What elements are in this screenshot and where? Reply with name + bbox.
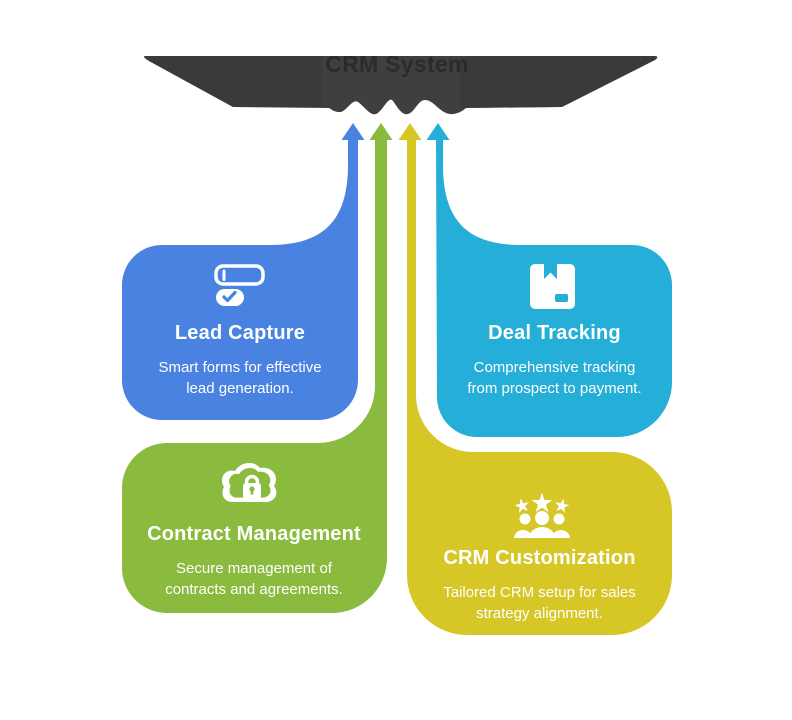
funnel-shape — [144, 56, 658, 115]
cloud-lock-icon — [221, 462, 277, 502]
contract-management-card-text: Contract Management Secure management of… — [122, 523, 386, 600]
user-head — [519, 513, 531, 525]
user-head — [535, 511, 549, 525]
card-title: Contract Management — [147, 523, 361, 545]
crm-customization-card-arrow-shape — [398, 123, 672, 635]
card-description: Tailored CRM setup for sales strategy al… — [443, 584, 636, 622]
user-body — [529, 527, 555, 538]
card-description: Comprehensive tracking from prospect to … — [467, 359, 642, 397]
box-label — [555, 294, 568, 302]
funnel-right-facet — [460, 56, 658, 108]
card-description: Secure management of contracts and agree… — [165, 560, 343, 598]
card-title: Lead Capture — [174, 322, 306, 344]
star-icon: ★ — [551, 493, 572, 518]
lead-capture-card-text: Lead Capture Smart forms for effective l… — [120, 322, 360, 399]
stars-users-icon: ★ ★ ★ — [512, 488, 572, 538]
checkmark-icon — [222, 290, 237, 303]
package-icon — [530, 264, 575, 309]
crm-customization-card-text: CRM Customization Tailored CRM setup for… — [407, 547, 672, 624]
user-body — [514, 530, 532, 538]
box-notch — [544, 264, 557, 279]
lead-capture-card-arrow-shape — [122, 123, 365, 420]
card-description: Smart forms for effective lead generatio… — [158, 359, 322, 397]
funnel-left-facet — [144, 56, 322, 107]
star-icon: ★ — [512, 493, 533, 518]
card-title: Deal Tracking — [488, 322, 621, 344]
form-check-icon — [214, 264, 265, 306]
deal-tracking-card-text: Deal Tracking Comprehensive tracking fro… — [437, 322, 672, 399]
lock-keyhole — [249, 486, 255, 492]
user-head — [553, 513, 565, 525]
user-body — [552, 530, 570, 538]
funnel-title: CRM System — [325, 51, 469, 77]
card-title: CRM Customization — [443, 547, 636, 569]
contract-management-card-arrow-shape — [122, 123, 393, 613]
